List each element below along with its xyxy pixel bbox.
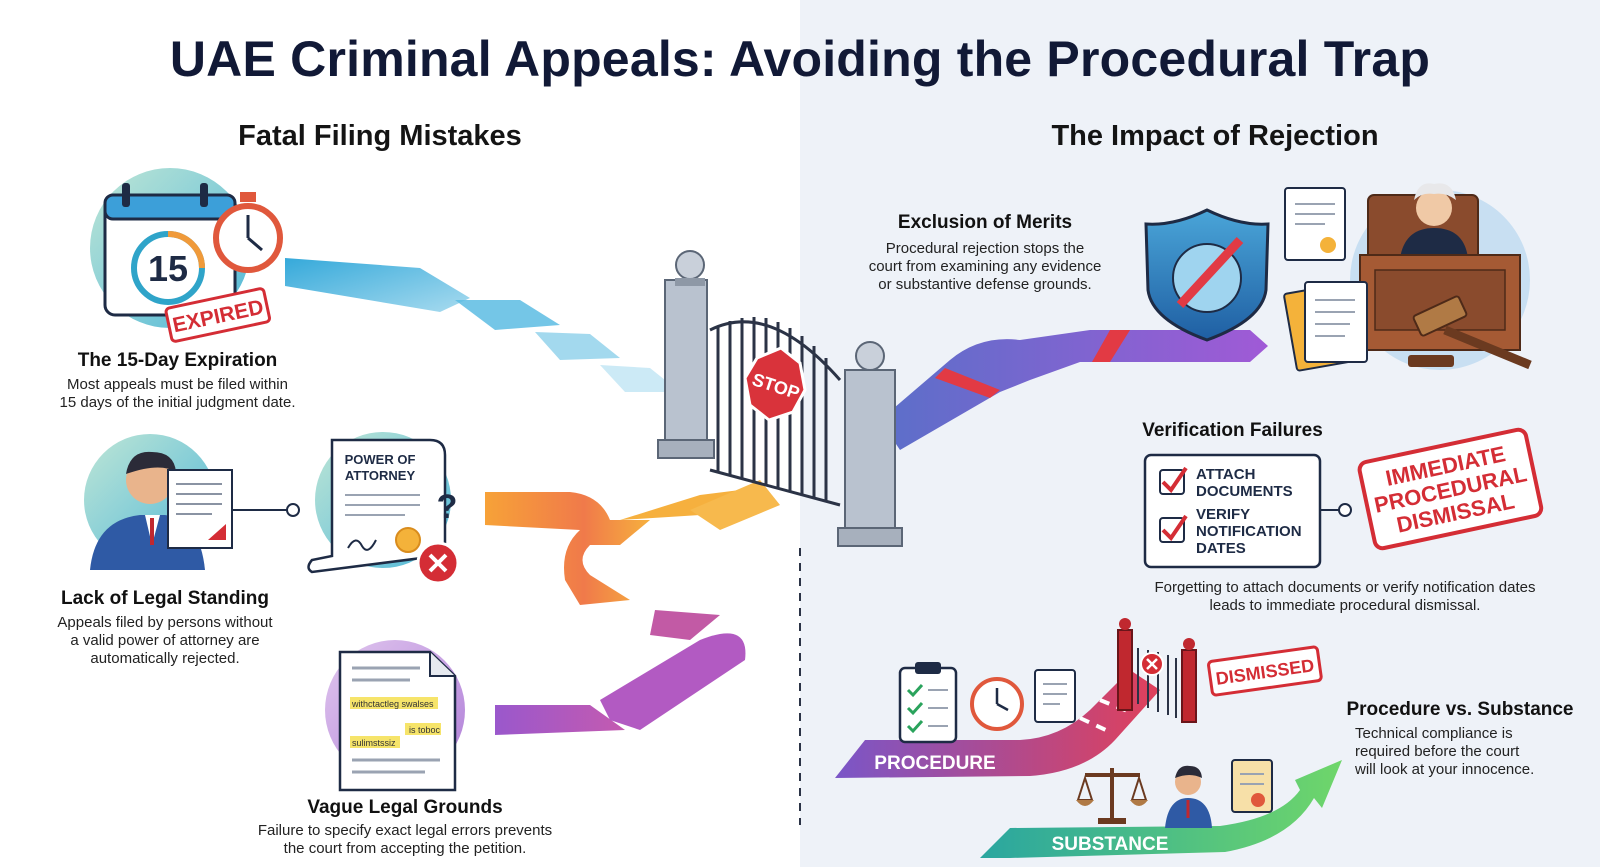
left-section-heading: Fatal Filing Mistakes: [238, 120, 522, 152]
poa-label-line1: POWER OF: [345, 452, 416, 467]
mistake-desc-grounds-line1: Failure to specify exact legal errors pr…: [257, 822, 553, 839]
exclusion-desc-line2: court from examining any evidence: [868, 258, 1102, 275]
substance-path: [980, 760, 1342, 858]
person-document-icon: [84, 434, 300, 570]
procedure-label: PROCEDURE: [874, 753, 995, 774]
calendar-number: 15: [148, 248, 188, 289]
exclusion-desc: Procedural rejection stops the court fro…: [835, 240, 1135, 294]
mistake-title-standing: Lack of Legal Standing: [61, 588, 269, 609]
mistake-desc-grounds-line2: the court from accepting the petition.: [283, 840, 527, 857]
dismissal-stamp: IMMEDIATE PROCEDURAL DISMISSAL: [1357, 427, 1544, 551]
check-item-1-line2: DOCUMENTS: [1196, 483, 1293, 500]
verification-title: Verification Failures: [1142, 420, 1323, 441]
mistake-desc-deadline-line1: Most appeals must be filed within: [67, 376, 288, 393]
check-item-1-line1: ATTACH: [1196, 466, 1255, 483]
mistake-desc-standing: Appeals filed by persons without a valid…: [25, 614, 305, 668]
gate-illustration: [657, 250, 903, 547]
exclusion-desc-line3: or substantive defense grounds.: [878, 276, 1092, 293]
mistake-desc-standing-line1: Appeals filed by persons without: [57, 614, 273, 631]
path-orange-standing: [485, 480, 780, 605]
right-section-heading: The Impact of Rejection: [1051, 120, 1379, 152]
check-item-2-line3: DATES: [1196, 540, 1246, 557]
certificate-icon: [1284, 187, 1346, 261]
mistake-desc-standing-line3: automatically rejected.: [90, 650, 240, 667]
small-document-icon: [1034, 669, 1076, 723]
mistake-title-deadline: The 15-Day Expiration: [77, 350, 278, 371]
small-gate-icon: [1117, 618, 1197, 723]
verification-desc: Forgetting to attach documents or verify…: [1110, 579, 1580, 615]
pvs-desc-line3: will look at your innocence.: [1355, 761, 1535, 778]
certificate-small-icon: [1231, 759, 1273, 813]
path-purple-grounds: [495, 610, 746, 735]
exclusion-desc-line1: Procedural rejection stops the: [885, 240, 1085, 257]
path-rejection-arrow: [880, 330, 1268, 450]
dismissed-stamp: DISMISSED: [1207, 645, 1323, 697]
doc-snippet-3: sulimstssiz: [352, 738, 396, 748]
check-item-2-line1: VERIFY: [1196, 506, 1250, 523]
verification-desc-line1: Forgetting to attach documents or verify…: [1154, 579, 1536, 596]
expired-stamp: EXPIRED: [164, 287, 271, 343]
substance-label: SUBSTANCE: [1052, 834, 1169, 855]
pvs-desc-line1: Technical compliance is: [1355, 725, 1513, 742]
judge-icon: [1350, 183, 1532, 370]
verification-desc-line2: leads to immediate procedural dismissal.: [1209, 597, 1481, 614]
poa-label-line2: ATTORNEY: [345, 468, 416, 483]
mistake-title-grounds: Vague Legal Grounds: [307, 797, 503, 818]
page-title: UAE Criminal Appeals: Avoiding the Proce…: [169, 31, 1431, 87]
power-of-attorney-icon: [307, 432, 460, 585]
calendar-stopwatch-icon: [90, 168, 283, 328]
exclusion-title: Exclusion of Merits: [897, 212, 1073, 233]
mistake-desc-standing-line2: a valid power of attorney are: [70, 632, 260, 649]
clock-icon: [970, 677, 1024, 731]
documents-stack-icon: [1283, 281, 1368, 372]
scales-icon: [1076, 768, 1148, 824]
mistake-desc-deadline: Most appeals must be filed within 15 day…: [25, 376, 330, 412]
pvs-desc-line2: required before the court: [1355, 743, 1520, 760]
clipboard-icon: [898, 662, 958, 744]
mistake-desc-deadline-line2: 15 days of the initial judgment date.: [59, 394, 296, 411]
shield-icon: [1144, 208, 1270, 342]
pvs-title: Procedure vs. Substance: [1346, 699, 1574, 720]
doc-snippet-2: is toboc: [409, 725, 441, 735]
vague-document-icon: [325, 640, 465, 792]
verification-checklist: [1143, 453, 1352, 569]
lawyer-icon: [1165, 765, 1212, 828]
doc-snippet-1: withctactleg swalses: [351, 699, 434, 709]
mistake-desc-grounds: Failure to specify exact legal errors pr…: [215, 822, 595, 858]
check-item-2-line2: NOTIFICATION: [1196, 523, 1302, 540]
path-blue-deadline: [285, 258, 680, 392]
question-mark-icon: ?: [437, 488, 458, 526]
pvs-desc: Technical compliance is required before …: [1355, 725, 1585, 779]
